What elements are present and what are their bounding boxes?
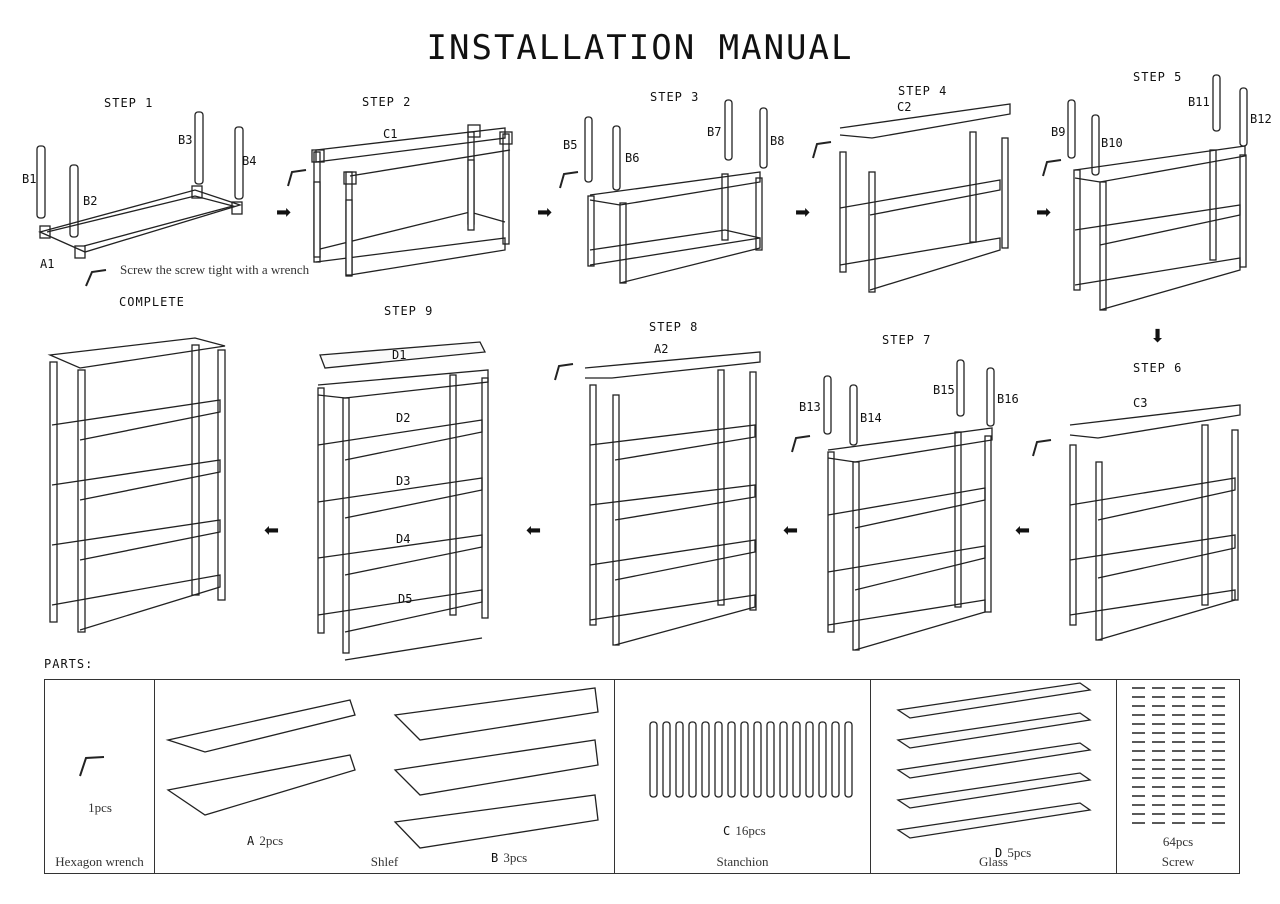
label-b7: B7 (707, 125, 722, 139)
label-b5: B5 (563, 138, 578, 152)
label-b10: B10 (1101, 136, 1123, 150)
label-b9: B9 (1051, 125, 1066, 139)
shelf-a-figure (165, 699, 356, 816)
label-a1: A1 (40, 257, 55, 271)
step4-figure (812, 103, 1011, 293)
arrow-right-icon: ➡ (1036, 202, 1052, 223)
stanchion-caption: C 16pcs (723, 820, 766, 839)
label-b3: B3 (178, 133, 193, 147)
label-d5: D5 (398, 592, 413, 606)
step7-figure (791, 359, 995, 651)
parts-cell-stanchion: C 16pcs Stanchion (615, 680, 871, 873)
parts-cell-glass: D 5pcs Glass (871, 680, 1117, 873)
label-d3: D3 (396, 474, 411, 488)
step4-heading: STEP 4 (898, 84, 948, 98)
arrow-right-icon: ➡ (537, 202, 553, 223)
parts-cell-shelf: A 2pcs B 3pcs Shlef (155, 680, 615, 873)
step5-figure (1042, 74, 1248, 311)
step9-figure (317, 341, 489, 661)
label-c2: C2 (897, 100, 912, 114)
step2-figure (287, 124, 513, 277)
label-b13: B13 (799, 400, 821, 414)
step7-heading: STEP 7 (882, 333, 932, 347)
step1-heading: STEP 1 (104, 96, 154, 110)
step3-heading: STEP 3 (650, 90, 700, 104)
shelf-a-caption: A 2pcs (247, 830, 283, 849)
stanchion-letter: C (723, 824, 731, 838)
stanchions-figure (649, 721, 853, 798)
shelf-b-letter: B (491, 851, 499, 865)
step8-figure (554, 351, 761, 646)
label-b15: B15 (933, 383, 955, 397)
label-b8: B8 (770, 134, 785, 148)
label-d1: D1 (392, 348, 407, 362)
shelf-b-qty: 3pcs (503, 850, 528, 865)
label-b11: B11 (1188, 95, 1210, 109)
step9-heading: STEP 9 (384, 304, 434, 318)
arrow-left-icon: ⬅ (264, 520, 280, 541)
glass-qty: 5pcs (1007, 845, 1032, 860)
parts-cell-wrench: 1pcs Hexagon wrench (45, 680, 155, 873)
step6-figure (1032, 404, 1241, 641)
label-b2: B2 (83, 194, 98, 208)
step3-figure (559, 99, 768, 284)
arrow-right-icon: ➡ (795, 202, 811, 223)
shelf-b-figure (393, 687, 599, 849)
label-d4: D4 (396, 532, 411, 546)
label-b16: B16 (997, 392, 1019, 406)
glass-name: Glass (979, 854, 1008, 869)
shelf-a-letter: A (247, 834, 255, 848)
page-title: INSTALLATION MANUAL (426, 28, 854, 68)
arrow-left-icon: ⬅ (1015, 520, 1031, 541)
arrow-right-icon: ➡ (276, 202, 292, 223)
label-b14: B14 (860, 411, 882, 425)
label-c1: C1 (383, 127, 398, 141)
step6-heading: STEP 6 (1133, 361, 1183, 375)
complete-heading: COMPLETE (119, 295, 185, 309)
screw-qty: 64pcs (1162, 834, 1194, 849)
shelf-a-qty: 2pcs (259, 833, 284, 848)
screw-name: Screw (1161, 854, 1195, 869)
label-c3: C3 (1133, 396, 1148, 410)
stanchion-name: Stanchion (716, 854, 769, 869)
arrow-down-icon: ⬇ (1150, 326, 1166, 347)
arrow-left-icon: ⬅ (783, 520, 799, 541)
glass-caption: D 5pcs (995, 842, 1031, 861)
label-b6: B6 (625, 151, 640, 165)
step5-heading: STEP 5 (1133, 70, 1183, 84)
arrow-left-icon: ⬅ (526, 520, 542, 541)
glass-letter: D (995, 846, 1003, 860)
step1-figure (36, 111, 244, 287)
wrench-note: Screw the screw tight with a wrench (120, 262, 310, 277)
stanchion-qty: 16pcs (735, 823, 766, 838)
glass-figure (896, 682, 1092, 839)
wrench-name: Hexagon wrench (55, 854, 144, 869)
complete-figure (47, 337, 226, 633)
label-b4: B4 (242, 154, 257, 168)
screws-figure (1132, 687, 1225, 824)
parts-heading: PARTS: (44, 657, 94, 671)
shelf-name: Shlef (370, 854, 399, 869)
parts-table: 1pcs Hexagon wrench A 2pcs B 3pcs Shlef … (44, 679, 1240, 874)
parts-cell-screw: 64pcs Screw (1117, 680, 1239, 873)
wrench-qty: 1pcs (88, 800, 112, 815)
step8-heading: STEP 8 (649, 320, 699, 334)
hexagon-wrench-icon (79, 756, 105, 777)
label-b12: B12 (1250, 112, 1272, 126)
label-d2: D2 (396, 411, 411, 425)
label-b1: B1 (22, 172, 37, 186)
step2-heading: STEP 2 (362, 95, 412, 109)
label-a2: A2 (654, 342, 669, 356)
shelf-b-caption: B 3pcs (491, 847, 527, 866)
